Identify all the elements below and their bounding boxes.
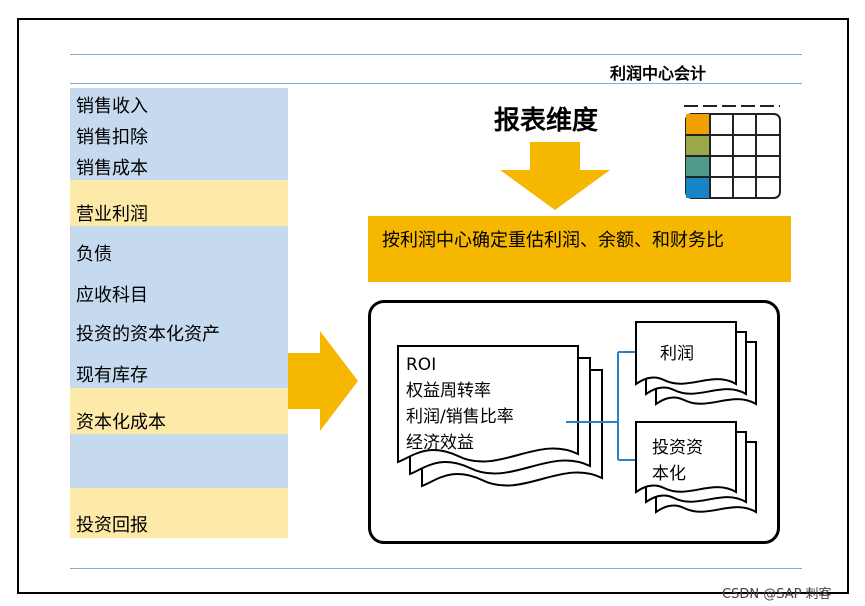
list-item-sales-revenue: 销售收入: [76, 96, 148, 117]
list-item-inventory: 现有库存: [76, 365, 148, 386]
report-description: 按利润中心确定重估利润、余额、和财务比: [382, 230, 724, 251]
kpi-economic-benefit: 经济效益: [406, 433, 474, 453]
list-item-cost-of-sales: 销售成本: [76, 158, 148, 179]
document-stack-icon: [397, 345, 603, 488]
investment-document-icon: [635, 421, 757, 514]
connector-lines: [566, 351, 636, 461]
kpi-profit-sales-ratio: 利润/销售比率: [406, 407, 514, 427]
header-rule: [70, 83, 802, 84]
list-item-liabilities: 负债: [76, 244, 112, 265]
band-roi: [70, 488, 288, 538]
bottom-rule: [70, 568, 802, 569]
band-empty: [70, 434, 288, 488]
profit-document-icon: [635, 321, 757, 406]
output-investment-label-line1: 投资资: [652, 438, 703, 458]
list-item-capitalized-assets: 投资的资本化资产: [76, 324, 220, 345]
output-investment-label-line2: 本化: [652, 464, 686, 484]
list-item-capitalized-cost: 资本化成本: [76, 412, 166, 433]
report-dimension-title: 报表维度: [494, 106, 599, 136]
watermark: CSDN @SAP 刺客: [722, 587, 832, 602]
report-description-box: [368, 216, 791, 282]
band-operating-profit: [70, 180, 288, 226]
list-item-operating-profit: 营业利润: [76, 204, 148, 225]
kpi-equity-turnover: 权益周转率: [406, 381, 491, 401]
right-arrow-icon: [288, 331, 358, 431]
top-rule: [70, 54, 802, 55]
list-item-sales-deductions: 销售扣除: [76, 127, 148, 148]
table-grid-icon: [684, 105, 781, 199]
header-title: 利润中心会计: [610, 64, 707, 83]
output-profit-label: 利润: [660, 344, 694, 364]
diagram-frame: [17, 18, 849, 594]
down-arrow-icon: [500, 142, 610, 210]
list-item-return-on-investment: 投资回报: [76, 515, 148, 536]
list-item-receivables: 应收科目: [76, 285, 148, 306]
band-capitalized-cost: [70, 388, 288, 434]
kpi-roi: ROI: [406, 355, 437, 375]
band-sales: [70, 88, 288, 180]
band-liabilities: [70, 226, 288, 388]
